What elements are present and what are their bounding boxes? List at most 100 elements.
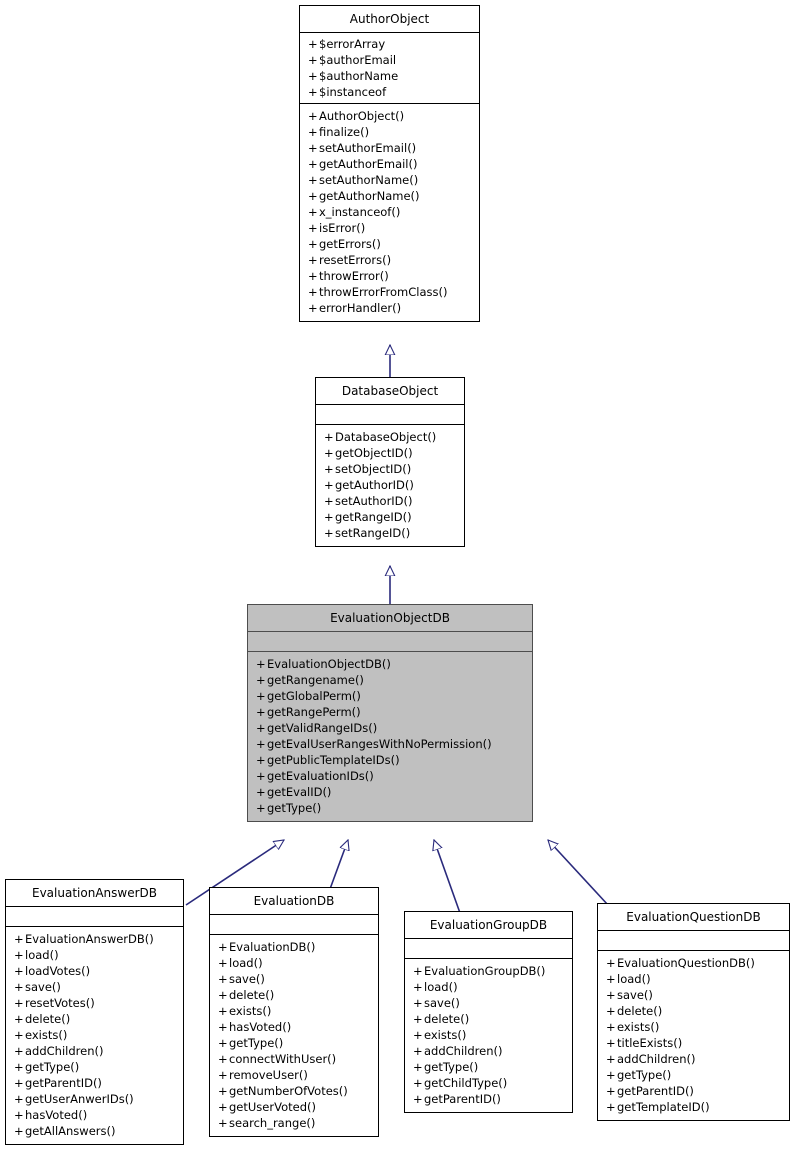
operation-name: getAuthorID() — [335, 478, 414, 492]
visibility-public-icon: + — [14, 1124, 24, 1138]
operation-item: +load() — [606, 971, 783, 987]
class-box-evaluationgroupdb[interactable]: EvaluationGroupDB +EvaluationGroupDB()+l… — [404, 911, 573, 1113]
visibility-public-icon: + — [256, 753, 266, 767]
class-operations-databaseobject: +DatabaseObject()+getObjectID()+setObjec… — [316, 425, 464, 546]
operation-item: +getPublicTemplateIDs() — [256, 752, 526, 768]
visibility-public-icon: + — [218, 972, 228, 986]
attribute-item: +$errorArray — [308, 36, 473, 52]
operation-name: addChildren() — [25, 1044, 104, 1058]
operation-item: +resetVotes() — [14, 995, 177, 1011]
visibility-public-icon: + — [14, 996, 24, 1010]
operation-item: +setObjectID() — [324, 461, 458, 477]
operation-item: +addChildren() — [14, 1043, 177, 1059]
visibility-public-icon: + — [256, 689, 266, 703]
operation-name: getNumberOfVotes() — [229, 1084, 348, 1098]
visibility-public-icon: + — [308, 37, 318, 51]
class-box-evaluationdb[interactable]: EvaluationDB +EvaluationDB()+load()+save… — [209, 887, 379, 1137]
operation-item: +delete() — [218, 987, 372, 1003]
visibility-public-icon: + — [324, 494, 334, 508]
class-operations-authorobject: +AuthorObject()+finalize()+setAuthorEmai… — [300, 104, 479, 321]
visibility-public-icon: + — [308, 253, 318, 267]
visibility-public-icon: + — [14, 980, 24, 994]
operation-item: +getType() — [606, 1067, 783, 1083]
operation-item: +isError() — [308, 220, 473, 236]
operation-name: getGlobalPerm() — [267, 689, 361, 703]
operation-name: getEvaluationIDs() — [267, 769, 374, 783]
visibility-public-icon: + — [256, 801, 266, 815]
operation-name: load() — [617, 972, 651, 986]
class-attributes-evaluationanswerdb — [6, 907, 183, 927]
operation-item: +delete() — [413, 1011, 566, 1027]
visibility-public-icon: + — [413, 996, 423, 1010]
visibility-public-icon: + — [324, 446, 334, 460]
empty-attribute-compartment — [256, 635, 526, 648]
class-operations-evaluationdb: +EvaluationDB()+load()+save()+delete()+e… — [210, 935, 378, 1136]
operation-name: setAuthorEmail() — [319, 141, 417, 155]
operation-name: getParentID() — [25, 1076, 102, 1090]
visibility-public-icon: + — [308, 205, 318, 219]
operation-item: +getNumberOfVotes() — [218, 1083, 372, 1099]
visibility-public-icon: + — [218, 1036, 228, 1050]
operation-item: +hasVoted() — [14, 1107, 177, 1123]
class-box-databaseobject[interactable]: DatabaseObject +DatabaseObject()+getObje… — [315, 377, 465, 547]
visibility-public-icon: + — [14, 1076, 24, 1090]
class-name-authorobject: AuthorObject — [300, 6, 479, 33]
operation-item: +hasVoted() — [218, 1019, 372, 1035]
operation-name: EvaluationGroupDB() — [424, 964, 546, 978]
operation-name: search_range() — [229, 1116, 316, 1130]
visibility-public-icon: + — [324, 430, 334, 444]
visibility-public-icon: + — [14, 932, 24, 946]
operation-item: +getAuthorName() — [308, 188, 473, 204]
class-box-evaluationanswerdb[interactable]: EvaluationAnswerDB +EvaluationAnswerDB()… — [5, 879, 184, 1145]
operation-item: +save() — [218, 971, 372, 987]
class-attributes-evaluationgroupdb — [405, 939, 572, 959]
operation-item: +titleExists() — [606, 1035, 783, 1051]
operation-name: getParentID() — [424, 1092, 501, 1106]
class-operations-evaluationobjectdb: +EvaluationObjectDB()+getRangename()+get… — [248, 652, 532, 821]
operation-name: hasVoted() — [229, 1020, 292, 1034]
attribute-name: $authorEmail — [319, 53, 397, 67]
operation-name: getAuthorEmail() — [319, 157, 418, 171]
operation-item: +EvaluationGroupDB() — [413, 963, 566, 979]
visibility-public-icon: + — [413, 1076, 423, 1090]
class-attributes-evaluationquestiondb — [598, 931, 789, 951]
operation-item: +EvaluationObjectDB() — [256, 656, 526, 672]
visibility-public-icon: + — [308, 69, 318, 83]
operation-name: EvaluationAnswerDB() — [25, 932, 154, 946]
operation-name: delete() — [617, 1004, 663, 1018]
operation-item: +load() — [413, 979, 566, 995]
operation-name: titleExists() — [617, 1036, 683, 1050]
operation-name: load() — [25, 948, 59, 962]
visibility-public-icon: + — [413, 1044, 423, 1058]
operation-name: delete() — [424, 1012, 470, 1026]
class-box-authorobject[interactable]: AuthorObject +$errorArray+$authorEmail+$… — [299, 5, 480, 322]
operation-item: +finalize() — [308, 124, 473, 140]
operation-item: +removeUser() — [218, 1067, 372, 1083]
operation-name: setAuthorName() — [319, 173, 419, 187]
visibility-public-icon: + — [606, 956, 616, 970]
operation-name: delete() — [25, 1012, 71, 1026]
operation-item: +addChildren() — [413, 1043, 566, 1059]
operation-name: AuthorObject() — [319, 109, 405, 123]
operation-item: +getTemplateID() — [606, 1099, 783, 1115]
operation-item: +load() — [14, 947, 177, 963]
operation-name: getTemplateID() — [617, 1100, 710, 1114]
class-box-evaluationquestiondb[interactable]: EvaluationQuestionDB +EvaluationQuestion… — [597, 903, 790, 1121]
operation-item: +getEvalUserRangesWithNoPermission() — [256, 736, 526, 752]
operation-name: getType() — [424, 1060, 479, 1074]
operation-name: isError() — [319, 221, 366, 235]
class-attributes-evaluationdb — [210, 915, 378, 935]
operation-item: +getUserAnwerIDs() — [14, 1091, 177, 1107]
operation-item: +exists() — [606, 1019, 783, 1035]
operation-item: +addChildren() — [606, 1051, 783, 1067]
visibility-public-icon: + — [256, 721, 266, 735]
operation-item: +setRangeID() — [324, 525, 458, 541]
visibility-public-icon: + — [606, 1036, 616, 1050]
class-box-evaluationobjectdb[interactable]: EvaluationObjectDB +EvaluationObjectDB()… — [247, 604, 533, 822]
visibility-public-icon: + — [308, 157, 318, 171]
operation-item: +getParentID() — [14, 1075, 177, 1091]
operation-name: hasVoted() — [25, 1108, 88, 1122]
operation-item: +setAuthorID() — [324, 493, 458, 509]
visibility-public-icon: + — [256, 657, 266, 671]
visibility-public-icon: + — [413, 1012, 423, 1026]
